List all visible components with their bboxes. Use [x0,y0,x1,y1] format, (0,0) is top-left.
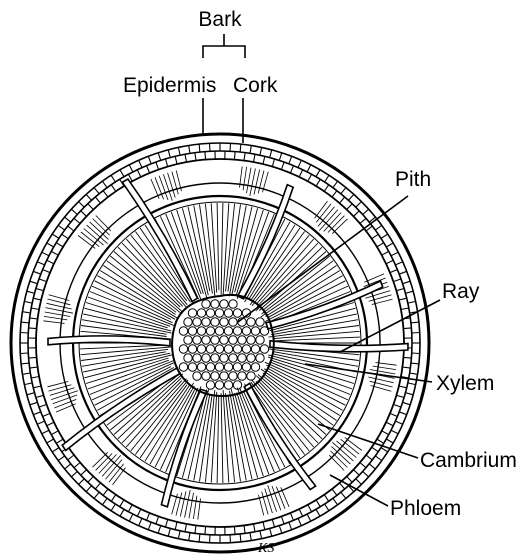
artist-signature: KS [257,541,274,555]
label-bark: Bark [198,8,242,31]
label-cork: Cork [233,74,278,97]
label-cambrium: Cambrium [420,449,517,472]
stem-cross-section [11,134,429,552]
label-ray: Ray [442,280,480,303]
label-xylem: Xylem [436,372,494,395]
label-pith: Pith [395,168,431,191]
label-phloem: Phloem [390,497,461,520]
label-epidermis: Epidermis [123,74,216,97]
bark-bracket [203,46,245,58]
